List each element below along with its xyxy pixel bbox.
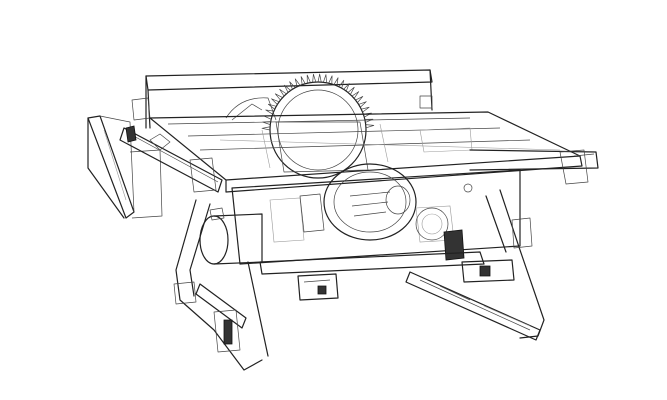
blade-tooth (333, 77, 339, 86)
lower-cross-bar (259, 251, 485, 301)
blade-tooth (306, 74, 311, 84)
blade-tooth (343, 83, 350, 92)
right-leg (461, 189, 545, 339)
pivot-tube (199, 207, 263, 265)
blade-tooth (267, 103, 277, 110)
blade-tooth (328, 75, 333, 85)
blade-teeth (261, 73, 375, 131)
blade-tooth (351, 91, 360, 99)
blade-tooth (323, 74, 327, 83)
blade-tooth (364, 118, 374, 123)
saw-blade (225, 73, 375, 179)
lower-right-rail (405, 271, 541, 341)
blade-tooth (347, 86, 355, 95)
left-leg (173, 199, 269, 371)
blade-tooth (279, 88, 287, 97)
blade-tooth (312, 73, 317, 83)
motor-housing (231, 163, 521, 265)
left-slide-rail (119, 125, 223, 193)
right-extension-rail (469, 149, 599, 185)
blade-tooth (361, 106, 370, 113)
blade-tooth (294, 78, 301, 87)
blade-tooth (317, 73, 322, 83)
blade-tooth (300, 76, 306, 85)
blade-tooth (365, 124, 375, 129)
blade-tooth (274, 93, 283, 101)
blade-tooth (355, 96, 364, 103)
blade-tooth (284, 84, 291, 93)
blade-tooth (265, 109, 274, 115)
blade-tooth (261, 126, 271, 131)
left-extension-wing (87, 115, 163, 219)
blade-tooth (338, 79, 345, 89)
blade-tooth (289, 81, 296, 90)
blade-tooth (358, 101, 367, 108)
blade-tooth (271, 98, 280, 105)
